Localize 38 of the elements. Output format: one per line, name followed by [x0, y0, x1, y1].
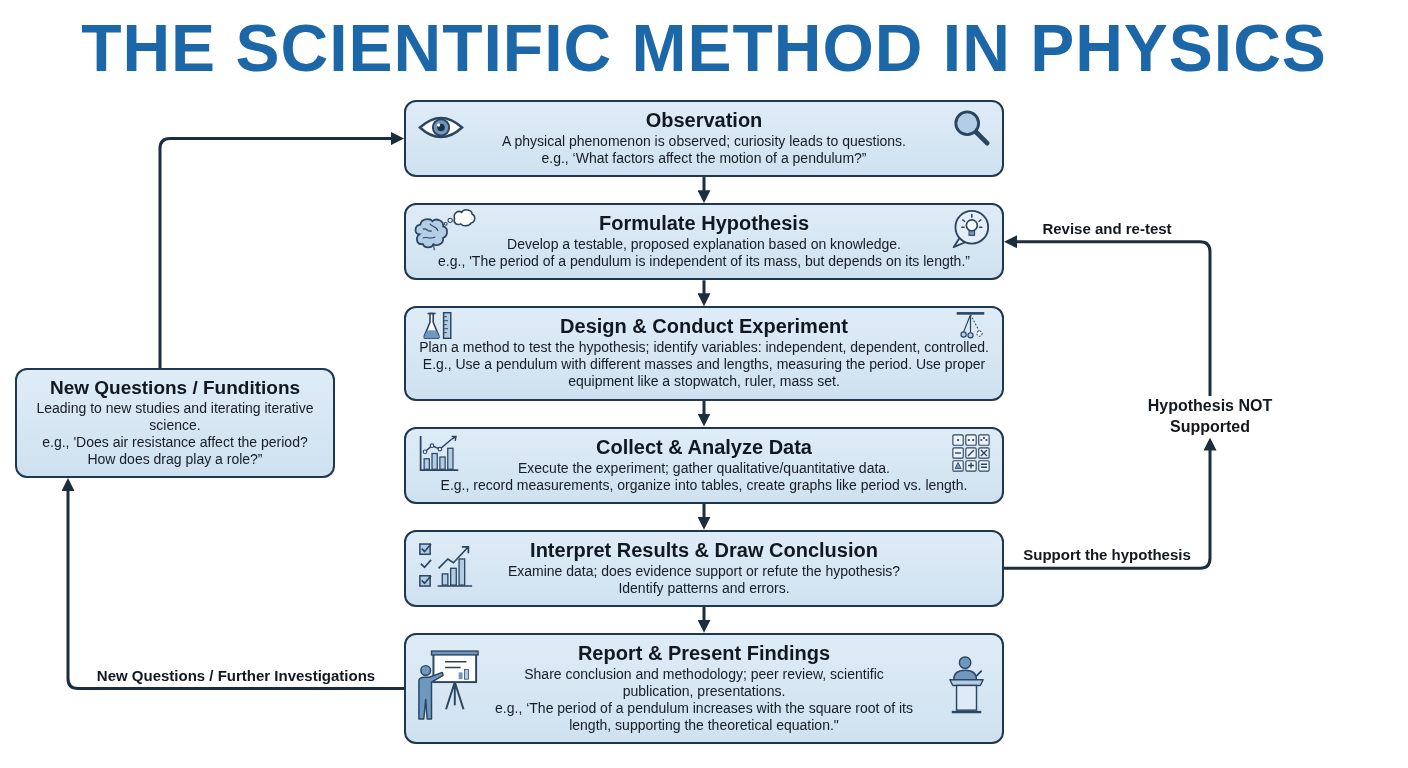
step-title: Interpret Results & Draw Conclusion — [529, 537, 879, 563]
step-description: Examine data; does evidence support or refute the hypothesis? Identify patterns and errors. — [506, 562, 902, 597]
step-description: e.g., 'Does air resistance affect the period? How does drag play a role?” — [41, 433, 309, 469]
step-description: e.g., 'The period of a pendulum is independent of its mass, but depends on its length.” — [437, 253, 971, 271]
process-box — [404, 100, 1004, 178]
arrow — [1004, 437, 1217, 570]
process-box — [404, 203, 1004, 281]
step-description: E.g., record measurements, organize into tables, create graphs like period vs. length. — [439, 476, 969, 494]
step-title: Collect & Analyze Data — [595, 434, 813, 460]
process-box — [15, 368, 335, 479]
process-box — [404, 632, 1004, 745]
step-description: e.g., ‘What factors affect the motion of a pendulum?” — [540, 150, 868, 168]
step-description: Execute the experiment; gather qualitative/quantitative data. — [517, 459, 891, 477]
step-description: Leading to new studies and iterating iterative science. — [35, 399, 315, 434]
arrow — [61, 478, 404, 690]
step-title: Formulate Hypothesis — [597, 211, 810, 237]
process-box — [404, 306, 1004, 401]
step-description: A physical phenomenon is observed; curiosity leads to questions. — [501, 133, 907, 151]
arrow — [697, 503, 711, 530]
step-title: Design & Conduct Experiment — [559, 314, 849, 340]
arrow — [158, 132, 404, 368]
arrow — [697, 280, 711, 307]
step-description: Plan a method to test the hypothesis; identify variables: independent, dependent, controlled. E.g., Use a pendulum with different masses and lengths, measuring the period. Use proper equipment like a stopwatch, ruler, mass set. — [418, 339, 990, 391]
step-description: Develop a testable, proposed explanation based on knowledge. — [506, 236, 902, 254]
arrow — [697, 177, 711, 204]
edge-label: Support the hypothesis — [1020, 546, 1194, 565]
arrow — [697, 606, 711, 633]
process-box — [404, 426, 1004, 504]
process-box — [404, 529, 1004, 607]
title: THE SCIENTIFIC METHOD IN PHYSICS — [81, 10, 1327, 86]
step-title: New Questions / Funditions — [48, 376, 302, 400]
arrow — [1004, 235, 1212, 396]
arrow — [697, 400, 711, 427]
step-title: Report & Present Findings — [576, 640, 832, 666]
step-description: e.g., ‘The period of a pendulum increases with the square root of its length, supporting the theoretical equation." — [494, 700, 914, 735]
outcome-label: Hypothesis NOT Supported — [1140, 396, 1280, 438]
step-title: Observation — [644, 108, 764, 133]
step-description: Share conclusion and methodology; peer review, scientific publication, presentations. — [523, 665, 885, 700]
